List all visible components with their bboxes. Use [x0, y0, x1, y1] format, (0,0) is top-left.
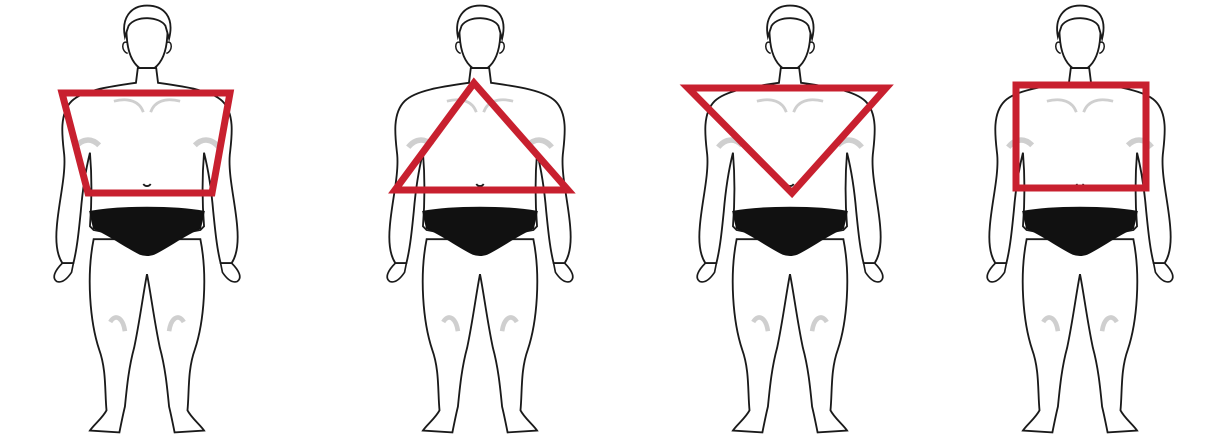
body-outline [387, 6, 573, 433]
body-outline [54, 6, 240, 433]
body-figure-1 [54, 6, 240, 433]
body-outline [697, 6, 883, 433]
body-outline [987, 6, 1173, 433]
body-figure-4 [987, 6, 1173, 433]
body-figure-3 [688, 6, 886, 433]
body-figure-2 [387, 6, 573, 433]
